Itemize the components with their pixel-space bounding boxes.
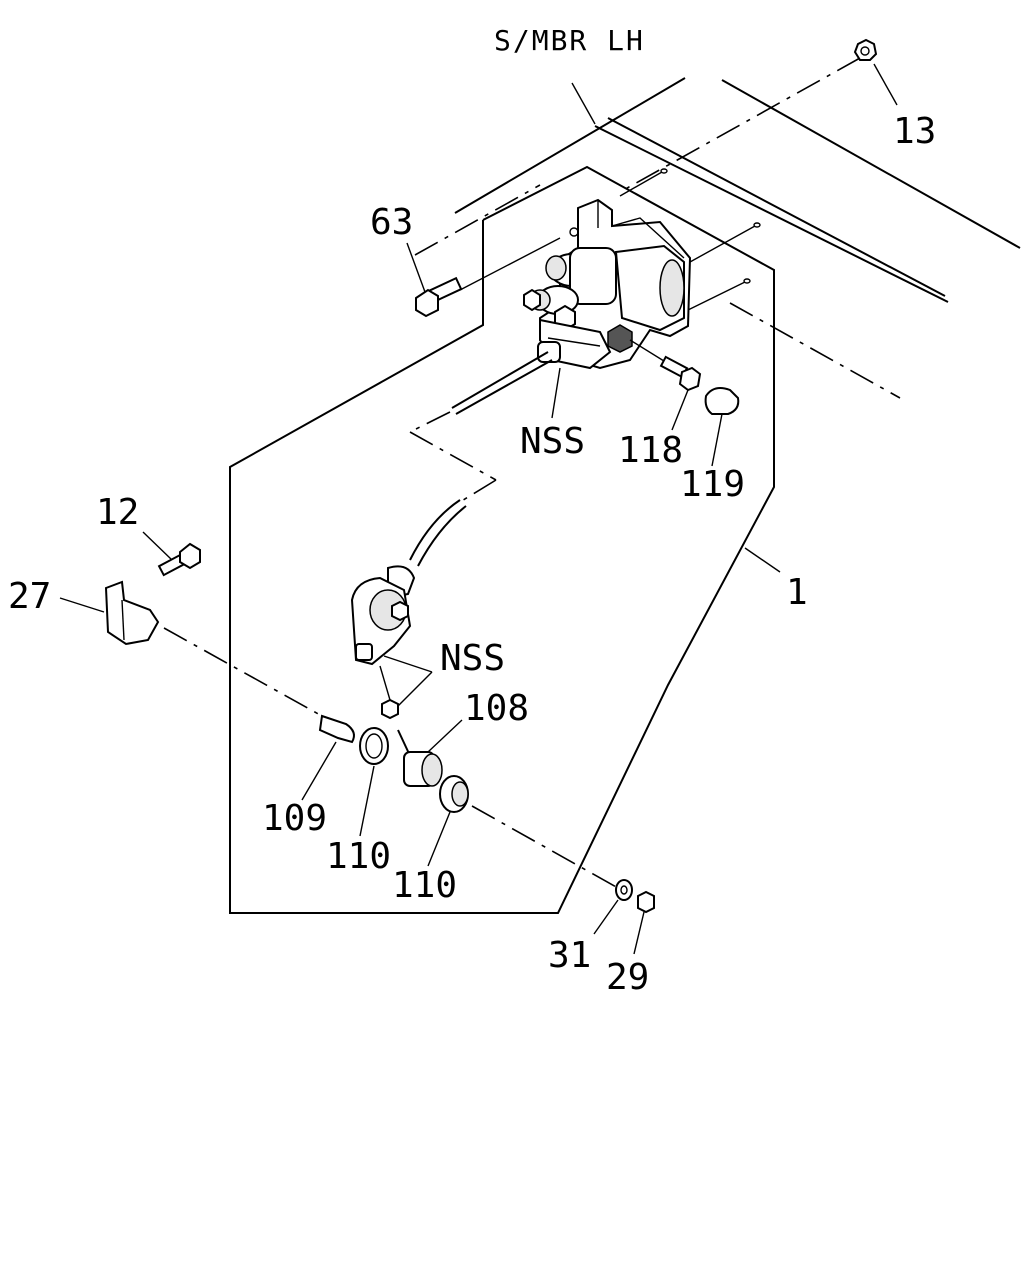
bracket-27	[59, 580, 323, 717]
label-part-110-right: 110	[392, 865, 457, 906]
label-part-1: 1	[786, 572, 808, 613]
label-part-63: 63	[370, 202, 413, 243]
leader-part-1	[744, 547, 781, 573]
ring-110-left	[359, 727, 389, 837]
nut-29	[633, 890, 655, 955]
label-part-27: 27	[8, 576, 51, 617]
label-part-31: 31	[548, 935, 591, 976]
label-nss-upper: NSS	[520, 421, 585, 462]
label-part-29: 29	[606, 957, 649, 998]
label-part-108: 108	[464, 688, 529, 729]
pin-109	[301, 714, 355, 801]
label-part-13: 13	[893, 111, 936, 152]
label-part-119: 119	[680, 464, 745, 505]
label-nss-lower: NSS	[440, 638, 505, 679]
assembly-boundary	[229, 165, 775, 914]
label-part-109: 109	[262, 798, 327, 839]
label-s-mbr-lh: S/MBR LH	[494, 24, 645, 57]
bolt-12	[142, 531, 201, 577]
bushing-108	[397, 719, 463, 787]
washer-31	[593, 879, 633, 935]
lower-actuator	[350, 565, 433, 720]
label-part-12: 12	[96, 492, 139, 533]
label-part-110-left: 110	[326, 836, 391, 877]
bolt-63	[406, 237, 561, 318]
ring-110-right	[427, 775, 619, 889]
label-part-118: 118	[618, 430, 683, 471]
bolt-118	[629, 339, 702, 431]
mounting-studs	[619, 168, 761, 311]
valve-actuator-assembly	[523, 198, 692, 370]
linkage-rod	[409, 351, 561, 567]
nut-13	[619, 38, 898, 193]
cap-119	[704, 387, 740, 467]
leader-s-mbr	[571, 82, 596, 125]
